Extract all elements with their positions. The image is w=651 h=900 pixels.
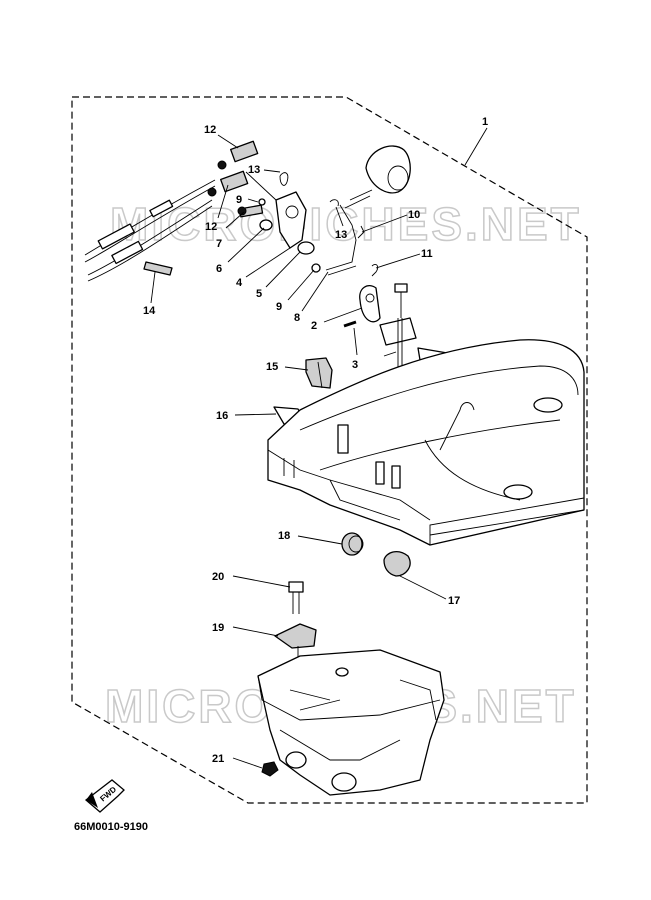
spring-clip	[357, 225, 365, 239]
plug	[383, 550, 411, 577]
bottom-cowling	[267, 339, 585, 546]
screw-top	[394, 283, 408, 318]
callout-12-bottom: 12	[205, 221, 217, 233]
control-cables	[84, 179, 216, 282]
callout-21: 21	[212, 753, 224, 765]
callout-17: 17	[448, 595, 460, 607]
nut	[261, 761, 279, 777]
callout-3: 3	[352, 359, 358, 371]
callout-4: 4	[236, 277, 243, 289]
washer	[259, 219, 273, 231]
callout-18: 18	[278, 530, 290, 542]
callout-15: 15	[266, 361, 278, 373]
callout-7: 7	[216, 238, 222, 250]
pin	[343, 320, 357, 328]
callout-13-bottom: 13	[335, 229, 347, 241]
callout-9-bottom: 9	[276, 301, 282, 313]
callout-8: 8	[294, 312, 300, 324]
callout-2: 2	[311, 320, 317, 332]
callout-12-top: 12	[204, 124, 216, 136]
bolt	[237, 204, 264, 218]
cable-joint-upper	[217, 140, 259, 170]
bolt-20	[288, 581, 304, 614]
throttle-drum	[344, 145, 411, 209]
cable-joint-lower	[207, 170, 249, 197]
callout-13-top: 13	[248, 164, 260, 176]
callout-20: 20	[212, 571, 224, 583]
callout-5: 5	[256, 288, 262, 300]
callout-11: 11	[421, 248, 433, 260]
forward-arrow-icon: FWD	[84, 779, 125, 813]
callouts: 1 2 3 4 5 6 7 8 9 9 10 11 12 12 13 13 14…	[143, 116, 488, 765]
throttle-bracket	[245, 171, 307, 249]
watermark-top: MICROFICHES.NET	[110, 198, 582, 250]
control-lever	[359, 285, 381, 323]
callout-10: 10	[408, 209, 420, 221]
rubber-block	[305, 357, 333, 389]
clip-lower	[329, 199, 339, 207]
callout-1: 1	[482, 116, 488, 128]
washer-9-upper	[258, 198, 266, 206]
callout-16: 16	[216, 410, 228, 422]
clip-upper	[279, 172, 289, 186]
callout-19: 19	[212, 622, 224, 634]
grommet	[341, 532, 364, 556]
leader-lines	[150, 127, 488, 769]
callout-9-top: 9	[236, 194, 242, 206]
link-rod	[325, 204, 357, 271]
swivel-bracket	[257, 649, 445, 796]
callout-14: 14	[143, 305, 156, 317]
clip-11	[371, 263, 379, 277]
callout-6: 6	[216, 263, 222, 275]
washer-5	[297, 241, 315, 255]
diagram-code: 66M0010-9190	[74, 821, 148, 833]
label-plate	[143, 261, 173, 276]
